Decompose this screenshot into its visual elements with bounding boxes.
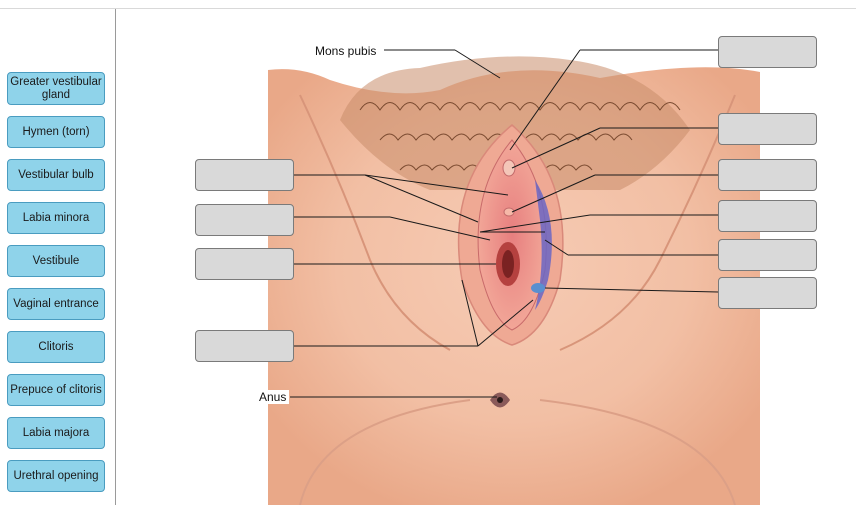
term-vestibule[interactable]: Vestibule: [7, 245, 105, 277]
term-vestibular-bulb[interactable]: Vestibular bulb: [7, 159, 105, 191]
leader-lines: [290, 49, 719, 398]
drop-target-right-3[interactable]: [718, 159, 817, 191]
term-labia-majora[interactable]: Labia majora: [7, 417, 105, 449]
drop-target-right-4[interactable]: [718, 200, 817, 232]
top-divider: [0, 8, 856, 9]
anus-shape: [490, 392, 510, 408]
drop-target-right-5[interactable]: [718, 239, 817, 271]
drop-target-right-6[interactable]: [718, 277, 817, 309]
term-labia-minora[interactable]: Labia minora: [7, 202, 105, 234]
drop-target-left-2[interactable]: [195, 204, 294, 236]
drop-target-left-3[interactable]: [195, 248, 294, 280]
term-hymen[interactable]: Hymen (torn): [7, 116, 105, 148]
vulva-shape: [477, 139, 552, 331]
drop-target-left-4[interactable]: [195, 330, 294, 362]
term-prepuce-of-clitoris[interactable]: Prepuce of clitoris: [7, 374, 105, 406]
term-clitoris[interactable]: Clitoris: [7, 331, 105, 363]
term-vaginal-entrance[interactable]: Vaginal entrance: [7, 288, 105, 320]
term-urethral-opening[interactable]: Urethral opening: [7, 460, 105, 492]
drop-target-right-1[interactable]: [718, 36, 817, 68]
label-anus: Anus: [256, 390, 290, 404]
label-mons-pubis: Mons pubis: [312, 44, 380, 58]
sidebar-divider: [115, 9, 116, 505]
drop-target-left-1[interactable]: [195, 159, 294, 191]
term-greater-vestibular-gland[interactable]: Greater vestibular gland: [7, 72, 105, 105]
drop-target-right-2[interactable]: [718, 113, 817, 145]
